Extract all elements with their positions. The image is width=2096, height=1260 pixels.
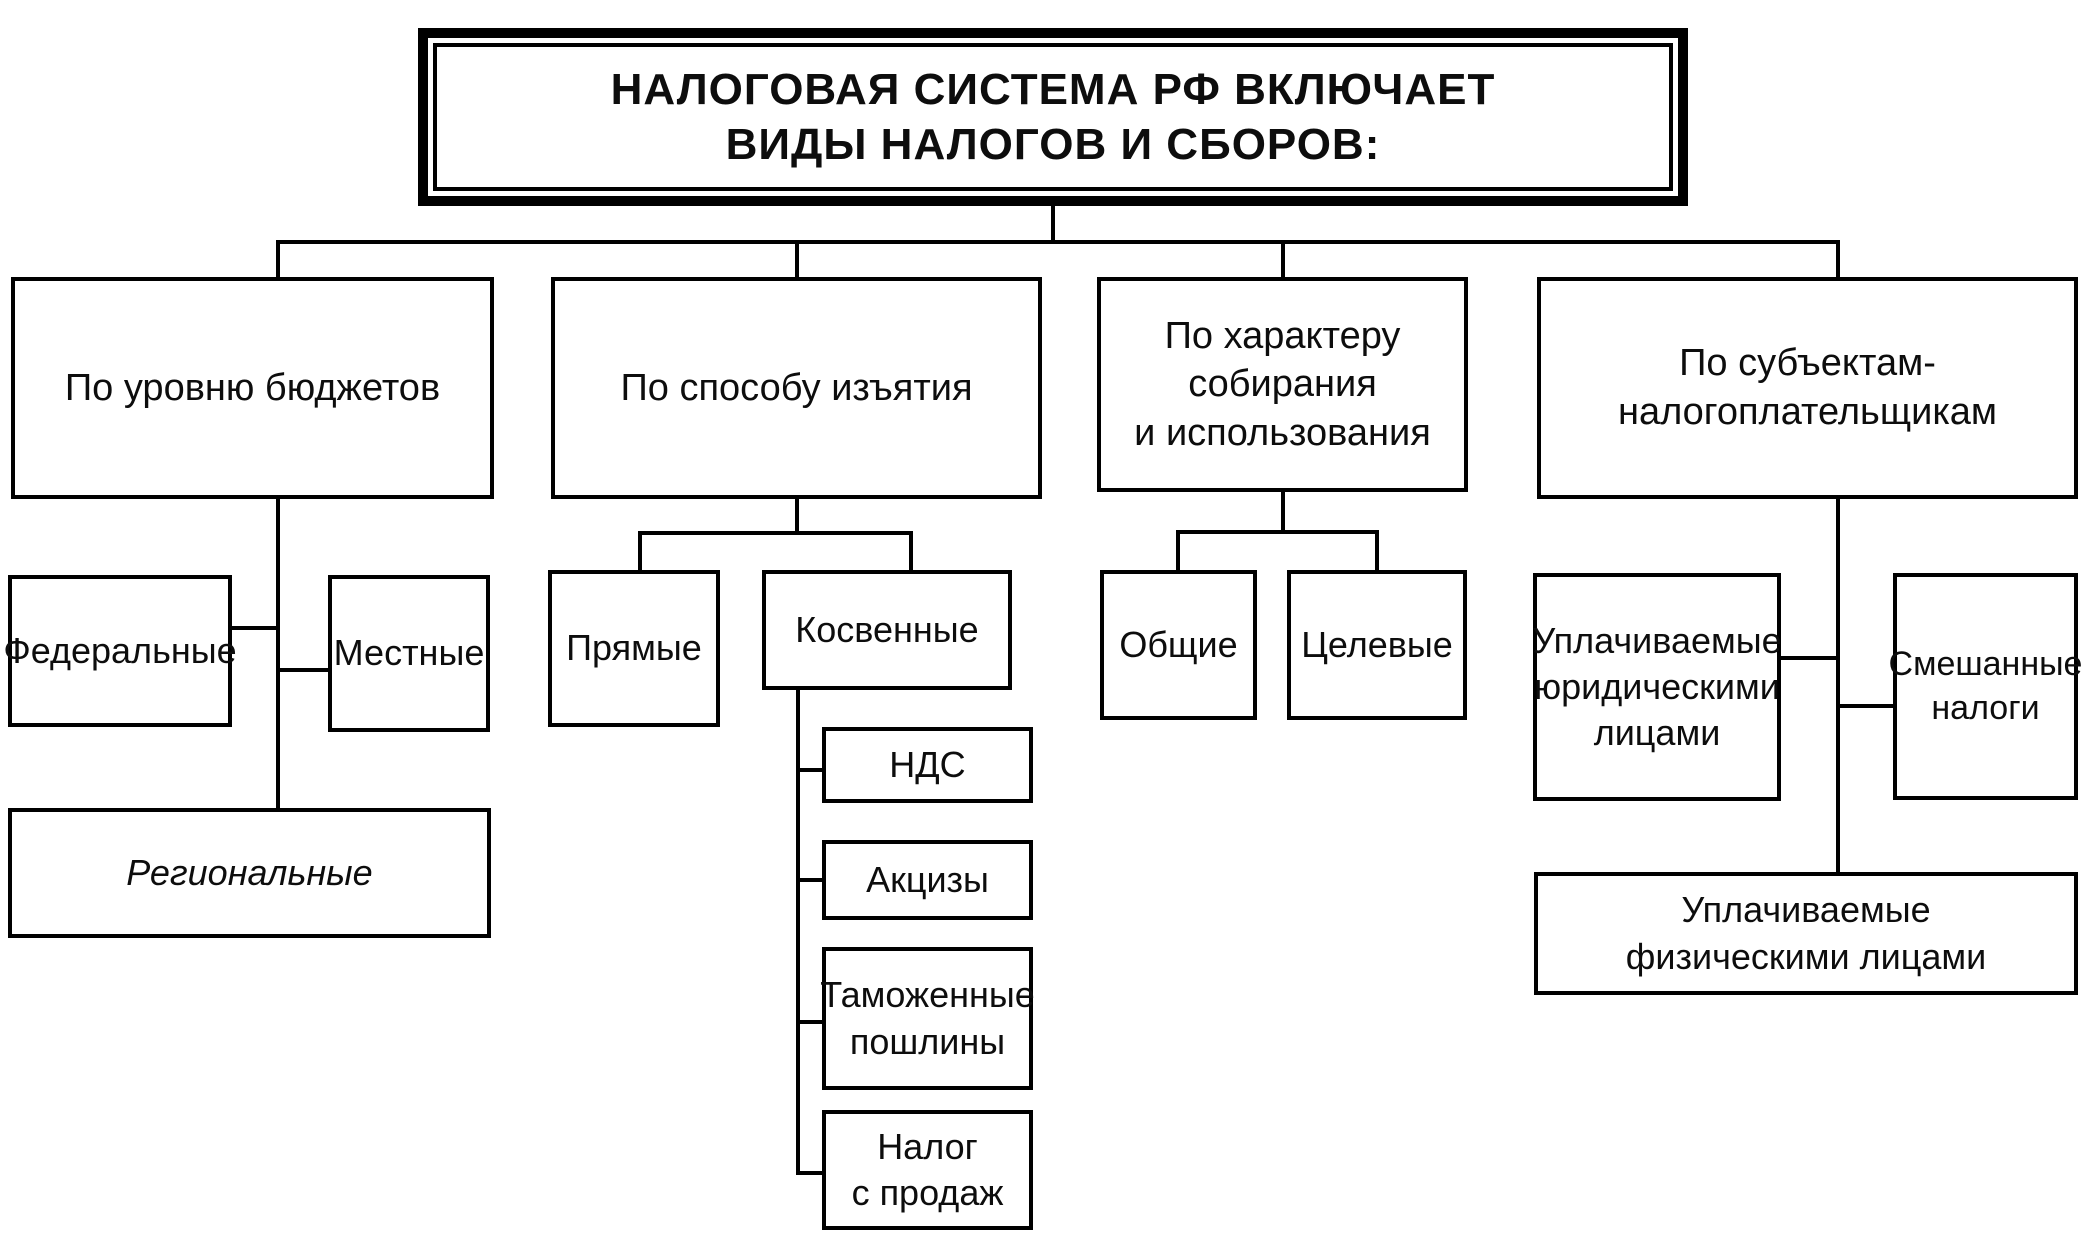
connector-subjects-spine — [1836, 499, 1840, 872]
connector-drop-collection — [1281, 240, 1285, 277]
connector-collection-bar — [1176, 530, 1379, 534]
connector-indirect-spine — [796, 690, 800, 1175]
connector-indirect-drop — [909, 531, 913, 570]
node-indirect-taxes: Косвенные — [762, 570, 1012, 690]
node-sales-tax: Налог с продаж — [822, 1110, 1033, 1230]
connector-targeted-drop — [1375, 530, 1379, 570]
node-by-budget-level: По уровню бюджетов — [11, 277, 494, 499]
connector-direct-drop — [638, 531, 642, 570]
node-paid-by-legal-entities: Уплачиваемые юридическими лицами — [1532, 573, 1782, 801]
title-inner-frame: НАЛОГОВАЯ СИСТЕМА РФ ВКЛЮЧАЕТ ВИДЫ НАЛОГ… — [433, 43, 1673, 191]
node-direct-taxes: Прямые — [548, 570, 720, 727]
connector-drop-budgets — [276, 240, 280, 277]
connector-sales-stub — [800, 1171, 822, 1175]
connector-federal-stub — [232, 626, 276, 630]
connector-method-drop — [795, 499, 799, 535]
diagram-title: НАЛОГОВАЯ СИСТЕМА РФ ВКЛЮЧАЕТ ВИДЫ НАЛОГ… — [610, 65, 1496, 169]
node-targeted-taxes: Целевые — [1287, 570, 1467, 720]
connector-vat-stub — [800, 768, 822, 772]
connector-drop-subjects — [1836, 240, 1840, 277]
node-local-taxes: Местные — [328, 575, 490, 732]
node-general-taxes: Общие — [1100, 570, 1257, 720]
node-by-collection-character: По характеру собирания и использования — [1097, 277, 1468, 492]
connector-top-bar — [276, 240, 1840, 244]
node-excise: Акцизы — [822, 840, 1033, 920]
connector-excise-stub — [800, 878, 822, 882]
connector-method-bar — [638, 531, 913, 535]
connector-legal-stub — [1781, 656, 1836, 660]
node-regional-taxes: Региональные — [8, 808, 491, 938]
node-by-taxpayer-subjects: По субъектам- налогоплательщикам — [1537, 277, 2078, 499]
connector-mixed-stub — [1840, 704, 1893, 708]
connector-drop-method — [795, 240, 799, 277]
node-by-withdrawal-method: По способу изъятия — [551, 277, 1042, 499]
connector-budgets-spine — [276, 499, 280, 808]
connector-customs-stub — [800, 1020, 822, 1024]
title-frame: НАЛОГОВАЯ СИСТЕМА РФ ВКЛЮЧАЕТ ВИДЫ НАЛОГ… — [418, 28, 1688, 206]
connector-collection-drop — [1281, 492, 1285, 534]
connector-title-drop — [1051, 206, 1055, 242]
connector-local-stub — [280, 668, 328, 672]
node-customs-duties: Таможенные пошлины — [820, 947, 1035, 1090]
node-paid-by-individuals: Уплачиваемые физическими лицами — [1534, 872, 2078, 995]
connector-general-drop — [1176, 530, 1180, 570]
node-federal-taxes: Федеральные — [3, 575, 237, 727]
node-mixed-taxes: Смешанные налоги — [1889, 573, 2082, 800]
node-vat: НДС — [822, 727, 1033, 803]
